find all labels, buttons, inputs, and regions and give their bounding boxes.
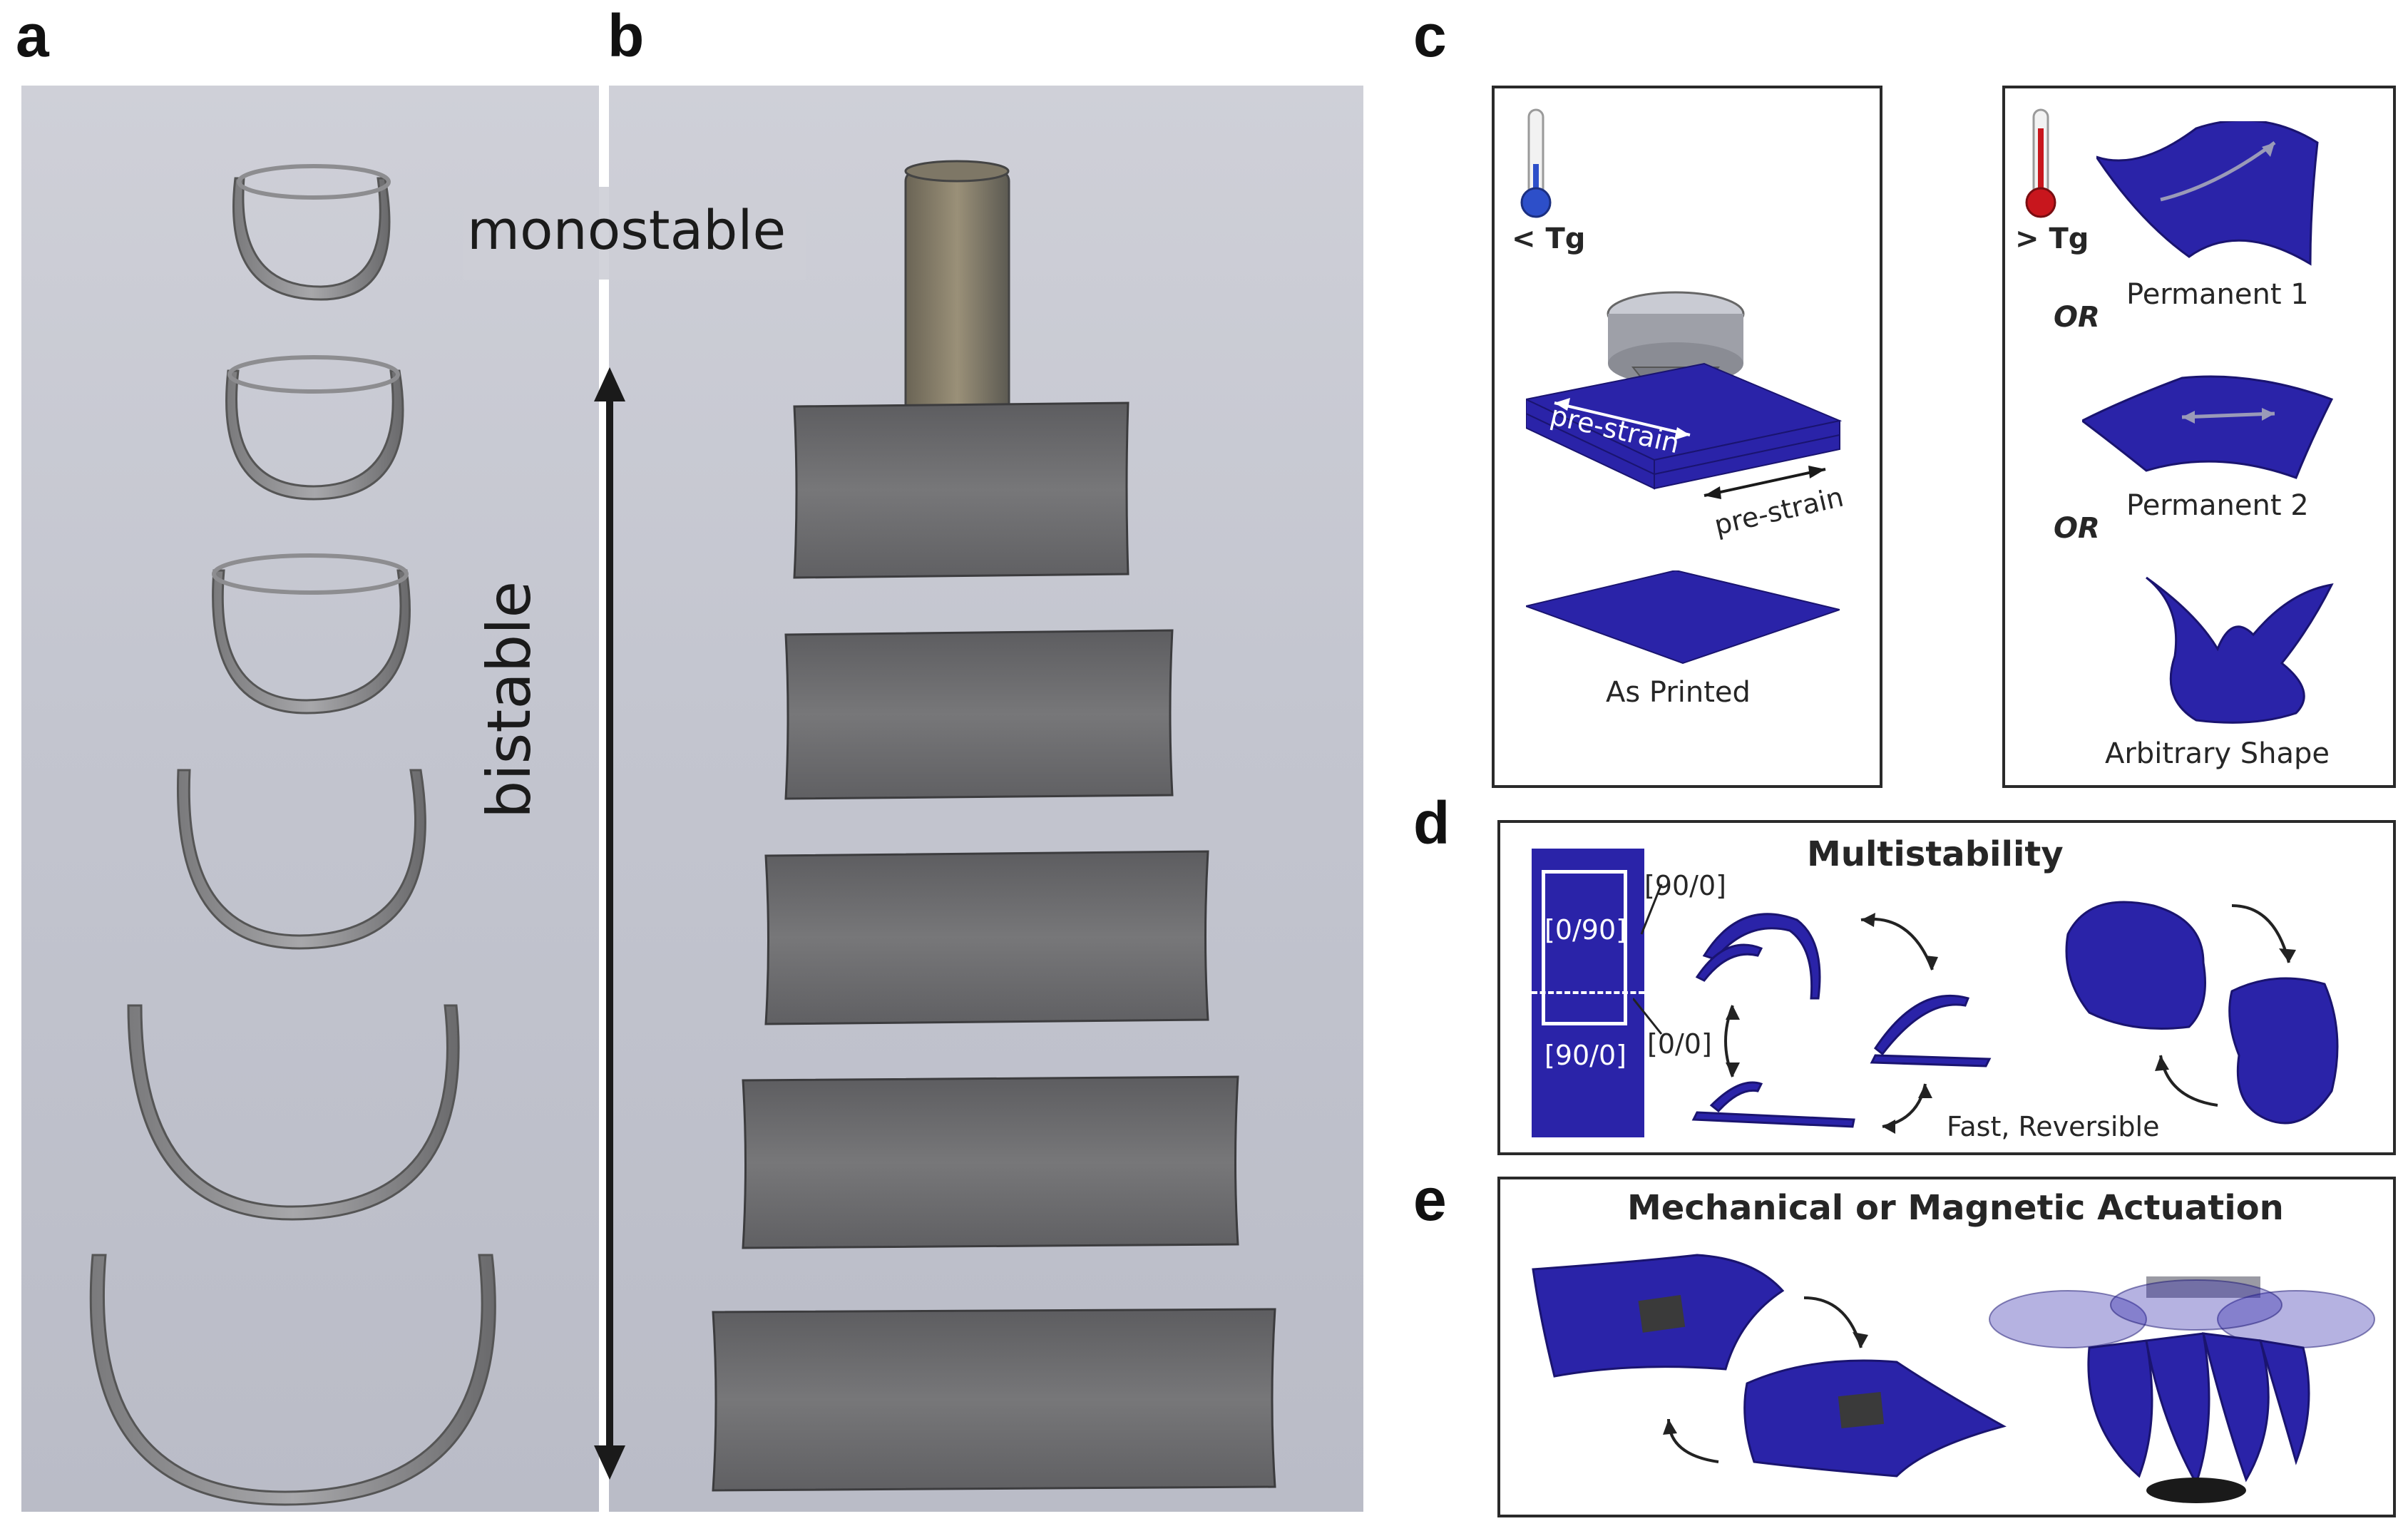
permanent-1-label: Permanent 1 — [2126, 278, 2309, 311]
curved-strip-6 — [89, 1254, 496, 1506]
curved-strip-2 — [225, 355, 404, 501]
monostable-label-bg — [463, 187, 806, 280]
flat-strips-illustration — [712, 160, 1276, 1492]
or-label-2: OR — [2054, 512, 2100, 545]
flat-strip-1 — [793, 401, 1129, 579]
layup-callout-lines — [1633, 884, 1663, 1035]
actuation-title: Mechanical or Magnetic Actuation — [1627, 1188, 2284, 1228]
panel-a-photo — [21, 86, 599, 1512]
rolled-cylinder — [904, 160, 1010, 444]
as-printed-label: As Printed — [1606, 676, 1751, 709]
flat-strip-2 — [784, 629, 1174, 800]
multistability-title: Multistability — [1807, 834, 2064, 874]
panel-letter-a: a — [16, 2, 49, 69]
panel-letter-c: c — [1413, 2, 1447, 69]
curved-strip-3 — [212, 553, 411, 715]
curved-strip-4 — [176, 769, 426, 950]
printing-illustration — [1526, 291, 1843, 499]
panel-letter-b: b — [608, 2, 645, 69]
as-printed-sheet — [1526, 570, 1840, 665]
permanent-2-shape — [2082, 375, 2334, 479]
arbitrary-shape — [2146, 576, 2334, 724]
flat-strip-3 — [764, 850, 1209, 1025]
layup-dashed-line — [1532, 991, 1644, 994]
layup-label-0-0: [0/0] — [1647, 1028, 1712, 1060]
curved-strips-illustration — [89, 164, 496, 1506]
permanent-2-label: Permanent 2 — [2126, 489, 2309, 522]
flat-strip-5 — [712, 1308, 1276, 1492]
mechanical-actuation-illustration — [1532, 1254, 2007, 1478]
layup-label-90-0-bottom: [90/0] — [1544, 1040, 1626, 1071]
bistable-double-arrow — [594, 367, 625, 1480]
magnetic-actuation-flower — [1989, 1276, 2375, 1503]
permanent-1-shape — [2096, 121, 2319, 266]
multistable-states-illustration — [1691, 913, 1992, 1134]
monostable-label: monostable — [467, 198, 787, 262]
curved-strip-5 — [127, 1004, 460, 1221]
or-label-1: OR — [2054, 301, 2100, 334]
panel-b-photo — [609, 86, 1363, 1512]
hot-thermometer-icon — [2025, 108, 2056, 218]
below-tg-label: < Tg — [1512, 222, 1586, 255]
above-tg-label: > Tg — [2015, 222, 2089, 255]
layup-diagram: [0/90] [90/0] — [1532, 849, 1644, 1137]
layup-inner-frame — [1542, 870, 1627, 1025]
panel-letter-d: d — [1413, 789, 1450, 856]
fast-reversible-label: Fast, Reversible — [1947, 1111, 2160, 1142]
layup-label-90-0-top: [90/0] — [1644, 870, 1726, 901]
arbitrary-shape-label: Arbitrary Shape — [2105, 737, 2330, 770]
flat-strip-4 — [742, 1075, 1239, 1249]
cold-thermometer-icon — [1520, 108, 1552, 218]
bistable-label: bistable — [474, 580, 544, 819]
curved-strip-1 — [232, 164, 391, 301]
panel-letter-e: e — [1413, 1166, 1447, 1233]
multistable-3d-shapes — [2065, 901, 2339, 1125]
layup-label-0-90: [0/90] — [1544, 914, 1626, 946]
